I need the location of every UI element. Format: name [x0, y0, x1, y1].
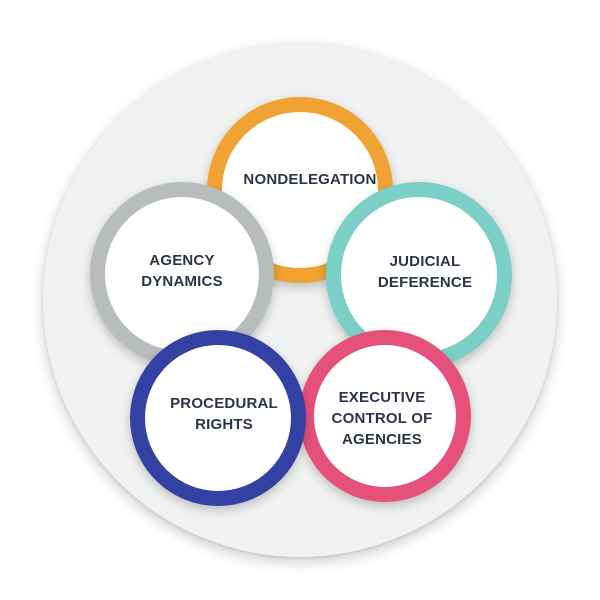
- circle-label-agency-dynamics: AGENCY DYNAMICS: [141, 252, 223, 290]
- circle-executive-control: EXECUTIVE CONTROL OF AGENCIES: [299, 330, 471, 502]
- circle-label-judicial-deference: JUDICIAL DEFERENCE: [377, 253, 473, 291]
- circle-procedural-rights: PROCEDURAL RIGHTS: [130, 330, 306, 506]
- circle-label-executive-control: EXECUTIVE CONTROL OF AGENCIES: [331, 388, 433, 448]
- circle-label-nondelegation: NONDELEGATION: [243, 170, 377, 188]
- circle-label-procedural-rights: PROCEDURAL RIGHTS: [170, 395, 278, 433]
